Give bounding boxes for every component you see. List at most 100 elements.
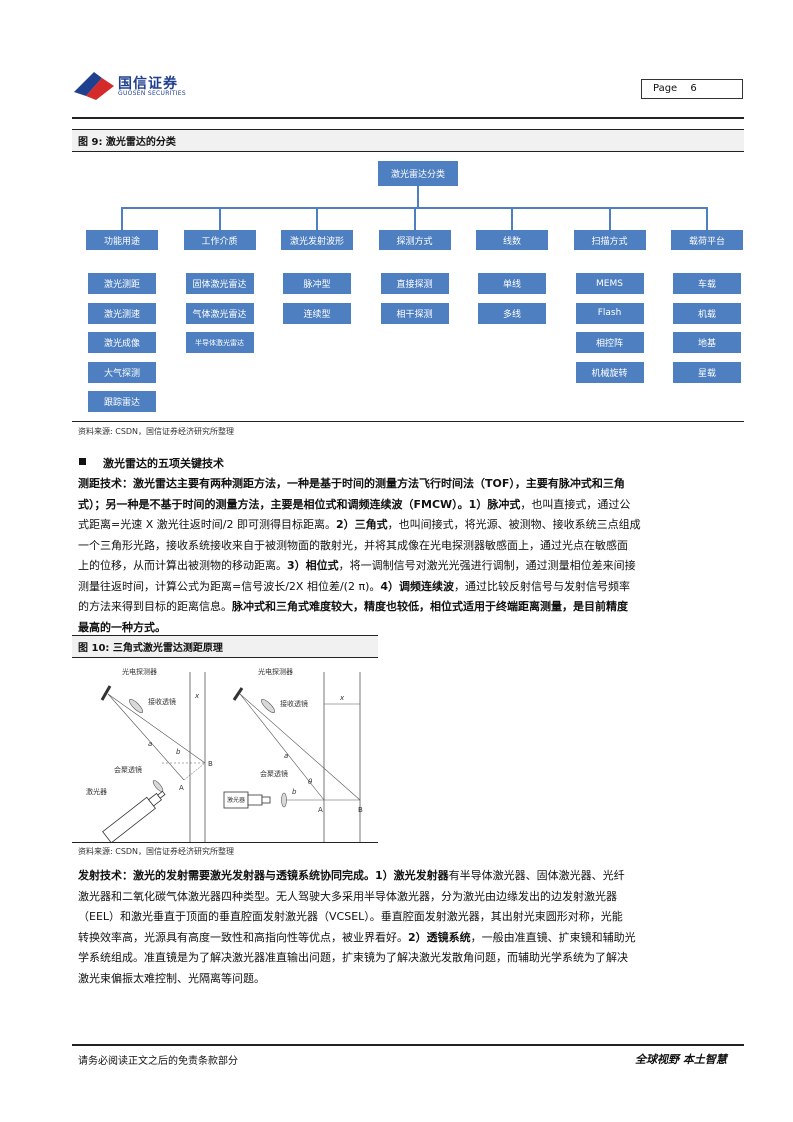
left-detector-label: 光电探测器 <box>122 667 157 676</box>
tree-leaf-node: 直接探测 <box>380 273 449 294</box>
section-title: 激光雷达的五项关键技术 <box>103 457 224 470</box>
tree-connector <box>413 207 416 230</box>
tree-category-node: 工作介质 <box>183 230 256 250</box>
brand-name-en: GUOSEN SECURITIES <box>118 90 187 97</box>
para1-line1: 测距技术：激光雷达主要有两种测距方法，一种是基于时间的测量方法飞行时间法（TOF… <box>78 477 625 490</box>
tree-leaf-node: 跟踪雷达 <box>88 391 156 412</box>
tree-connector <box>218 207 221 230</box>
right-a: a <box>284 752 288 760</box>
para1-line6-bold: 4）调频连续波 <box>380 579 455 593</box>
left-A: A <box>179 784 184 792</box>
left-receiver-lens-label: 接收透镜 <box>148 697 176 706</box>
footer-slogan: 全球视野 本土智慧 <box>635 1053 727 1066</box>
right-A: A <box>318 806 323 814</box>
tree-leaf-node: MEMS <box>575 273 644 294</box>
tree-leaf-node: 单线 <box>478 273 546 294</box>
tree-leaf-node: Flash <box>575 302 644 324</box>
right-B: B <box>358 806 363 814</box>
right-converging-lens-label: 会聚透镜 <box>260 769 288 778</box>
left-converging-lens-label: 会聚透镜 <box>114 765 142 774</box>
figure-10-source: 资料来源: CSDN，国信证券经济研究所整理 <box>78 847 235 856</box>
tree-leaf-node: 大气探测 <box>88 361 156 383</box>
tree-leaf-node: 激光测距 <box>88 273 156 294</box>
para2-line3: （EEL）和激光垂直于顶面的垂直腔面发射激光器（VCSEL）。垂直腔面发射激光器… <box>78 910 623 923</box>
para2-line1: 有半导体激光器、固体激光器、光纤 <box>448 869 625 882</box>
tree-leaf-node: 气体激光雷达 <box>185 302 254 324</box>
header-rule <box>72 117 744 119</box>
brand-name-cn: 国信证券 <box>118 76 178 92</box>
tree-leaf-node: 脉冲型 <box>283 273 351 294</box>
tree-connector <box>417 186 419 207</box>
tree-leaf-node: 半导体激光雷达 <box>185 332 254 353</box>
triangulation-diagram: 光电探测器 接收透镜 a b x B A 会聚透镜 激光器 光电探测器 接收透镜… <box>86 667 363 842</box>
tree-leaf-node: 地基 <box>673 332 741 353</box>
right-theta: θ <box>308 778 313 786</box>
para2-line4: 转换效率高，光源具有高度一致性和高指向性等优点，被业界看好。 <box>78 930 408 944</box>
left-laser-label: 激光器 <box>86 787 107 796</box>
para1-line2: ，也叫直接式，通过公 <box>520 497 631 511</box>
guosen-logo: 国信证券 GUOSEN SECURITIES <box>72 68 192 102</box>
tree-connector <box>511 207 513 230</box>
tree-leaf-node: 机载 <box>673 302 741 324</box>
tree-leaf-node: 相干探测 <box>380 302 449 324</box>
figure-9-caption: 图 9: 激光雷达的分类 <box>72 129 744 152</box>
tree-leaf-node: 相控阵 <box>575 332 644 353</box>
tree-leaf-node: 连续型 <box>283 302 351 324</box>
emission-paragraph: 发射技术：激光的发射需要激光发射器与透镜系统协同完成。1）激光发射器有半导体激光… <box>78 866 744 989</box>
classification-tree: 激光雷达分类 功能用途激光测距激光测速激光成像大气探测跟踪雷达 工作介质固体激光雷… <box>72 152 744 422</box>
tree-category-node: 扫描方式 <box>573 230 646 250</box>
para1-line3: 式距离=光速 X 激光往返时间/2 即可测得目标距离。 <box>78 518 336 531</box>
tree-leaf-node: 车载 <box>673 273 741 294</box>
left-x: x <box>194 692 200 700</box>
right-laser-label: 激光器 <box>227 796 245 804</box>
para1-line5: 上的位移，从而计算出被测物的移动距离。 <box>78 559 287 572</box>
left-a: a <box>148 740 152 748</box>
para2-line2: 激光器和二氧化碳气体激光器四种类型。无人驾驶大多采用半导体激光器，分为激光由边缘… <box>78 889 617 903</box>
tree-leaf-node: 激光成像 <box>88 332 156 353</box>
tree-connector <box>706 207 708 230</box>
figure-10-bottom-rule <box>72 842 378 843</box>
right-receiver-lens-label: 接收透镜 <box>280 699 308 708</box>
tree-leaf-node: 激光测速 <box>88 302 156 324</box>
page-number: 6 <box>690 83 697 94</box>
figure-9-source: 资料来源: CSDN，国信证券经济研究所整理 <box>78 427 235 436</box>
para2-line4-bold: 2）透镜系统 <box>408 930 471 944</box>
footer-rule <box>72 1044 744 1046</box>
tree-category-node: 激光发射波形 <box>281 230 353 250</box>
footer-disclaimer: 请务必阅读正文之后的免责条款部分 <box>78 1056 238 1067</box>
page-indicator: Page 6 <box>641 79 743 99</box>
triangulation-right: 光电探测器 接收透镜 a θ b x A B 会聚透镜 激光器 <box>223 667 363 842</box>
para2-line5: 学系统组成。准直镜是为了解决激光器准直输出问题，扩束镜为了解决激光发散角问题，而… <box>78 951 628 964</box>
left-B: B <box>208 760 213 768</box>
tree-leaf-node: 多线 <box>478 302 546 324</box>
right-detector-label: 光电探测器 <box>258 667 293 676</box>
tree-connector <box>121 207 123 230</box>
para1-line4: 一个三角形光路，接收系统接收来自于被测物面的散射光，并将其成像在光电探测器敏感面… <box>78 538 628 552</box>
para1-line7: 的方法来得到目标的距离信息。 <box>78 600 232 613</box>
para2-line1-bold: 发射技术：激光的发射需要激光发射器与透镜系统协同完成。1）激光发射器 <box>78 869 449 882</box>
page-label: Page <box>653 83 678 94</box>
para1-line5-bold: 3）相位式 <box>287 559 339 572</box>
tree-leaf-node: 机械旋转 <box>575 361 644 383</box>
ranging-paragraph: 测距技术：激光雷达主要有两种测距方法，一种是基于时间的测量方法飞行时间法（TOF… <box>78 474 744 638</box>
triangulation-left: 光电探测器 接收透镜 a b x B A 会聚透镜 激光器 <box>86 667 213 842</box>
guosen-logo-icon <box>74 72 114 100</box>
para1-line6-rest: ，通过比较反射信号与发射信号频率 <box>454 579 631 593</box>
tree-root-node: 激光雷达分类 <box>378 161 458 186</box>
para2-line4-rest: ，一般由准直镜、扩束镜和辅助光 <box>470 930 636 944</box>
tree-category-node: 载荷平台 <box>671 230 743 250</box>
tree-leaf-node: 星载 <box>673 361 741 383</box>
right-b: b <box>292 788 297 796</box>
tree-category-node: 探测方式 <box>378 230 451 250</box>
para2-line6: 激光束偏振太难控制、光隔离等问题。 <box>78 971 265 985</box>
para1-line3-rest: ，也叫间接式，将光源、被测物、接收系统三点组成 <box>387 518 641 531</box>
figure-9-bottom-rule <box>72 421 744 422</box>
para1-line2-bold: 式）；另一种是不基于时间的测量方法，主要是相位式和调频连续波（FMCW）。1）脉… <box>78 497 521 511</box>
tree-connector <box>316 207 318 230</box>
para1-line7-bold: 脉冲式和三角式难度较大，精度也较低，相位式适用于终端距离测量，是目前精度 <box>232 600 628 613</box>
tree-category-node: 线数 <box>476 230 548 250</box>
tree-connector <box>608 207 611 230</box>
figure-10-caption: 图 10: 三角式激光雷达测距原理 <box>72 635 378 658</box>
tree-category-node: 功能用途 <box>86 230 158 250</box>
tree-leaf-node: 固体激光雷达 <box>185 273 254 294</box>
